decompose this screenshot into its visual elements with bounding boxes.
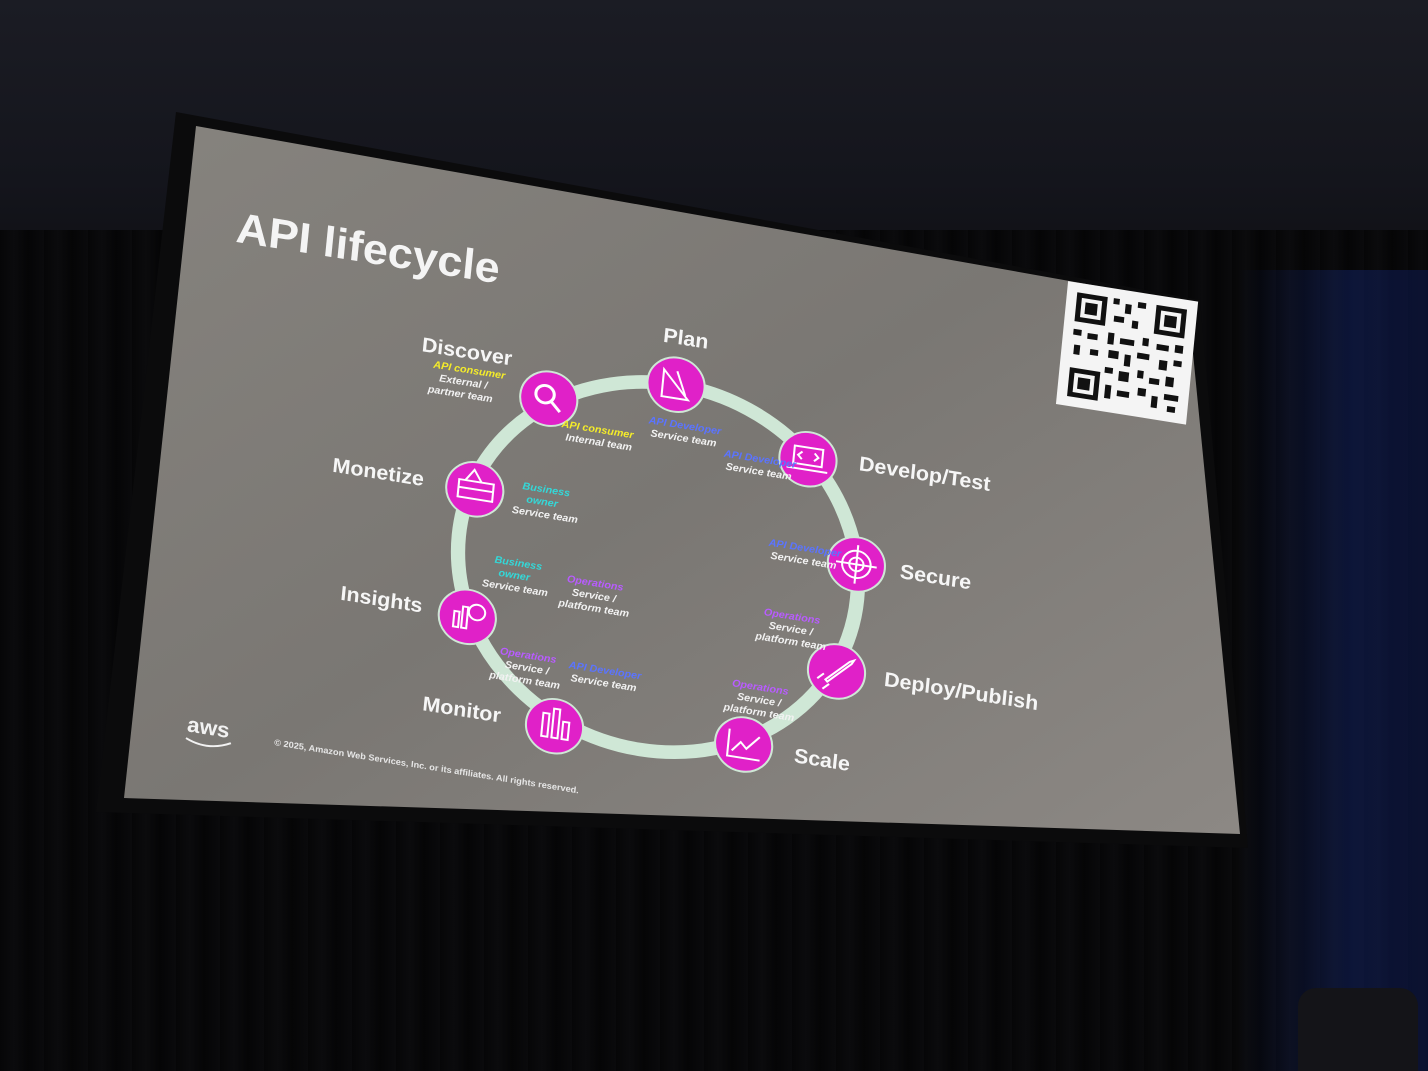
ruler-pencil-icon bbox=[660, 366, 691, 402]
analytics-icon bbox=[451, 603, 487, 630]
audience-chair bbox=[1298, 988, 1418, 1071]
slide-surface bbox=[124, 126, 1240, 834]
stage-monitor: Monitor bbox=[421, 693, 585, 755]
qr-code bbox=[1055, 281, 1199, 425]
target-icon bbox=[835, 545, 877, 584]
svg-text:owner: owner bbox=[526, 495, 559, 511]
magnifier-icon bbox=[534, 383, 561, 413]
role-scale: Operations Service / platform team bbox=[722, 678, 795, 724]
code-laptop-icon bbox=[786, 444, 828, 474]
storefront-icon bbox=[456, 468, 495, 503]
growth-chart-icon bbox=[725, 728, 761, 762]
curtain-blue-light bbox=[1238, 270, 1428, 1071]
rocket-icon bbox=[816, 658, 857, 690]
svg-text:owner: owner bbox=[498, 568, 531, 584]
bar-chart-icon bbox=[540, 707, 571, 742]
